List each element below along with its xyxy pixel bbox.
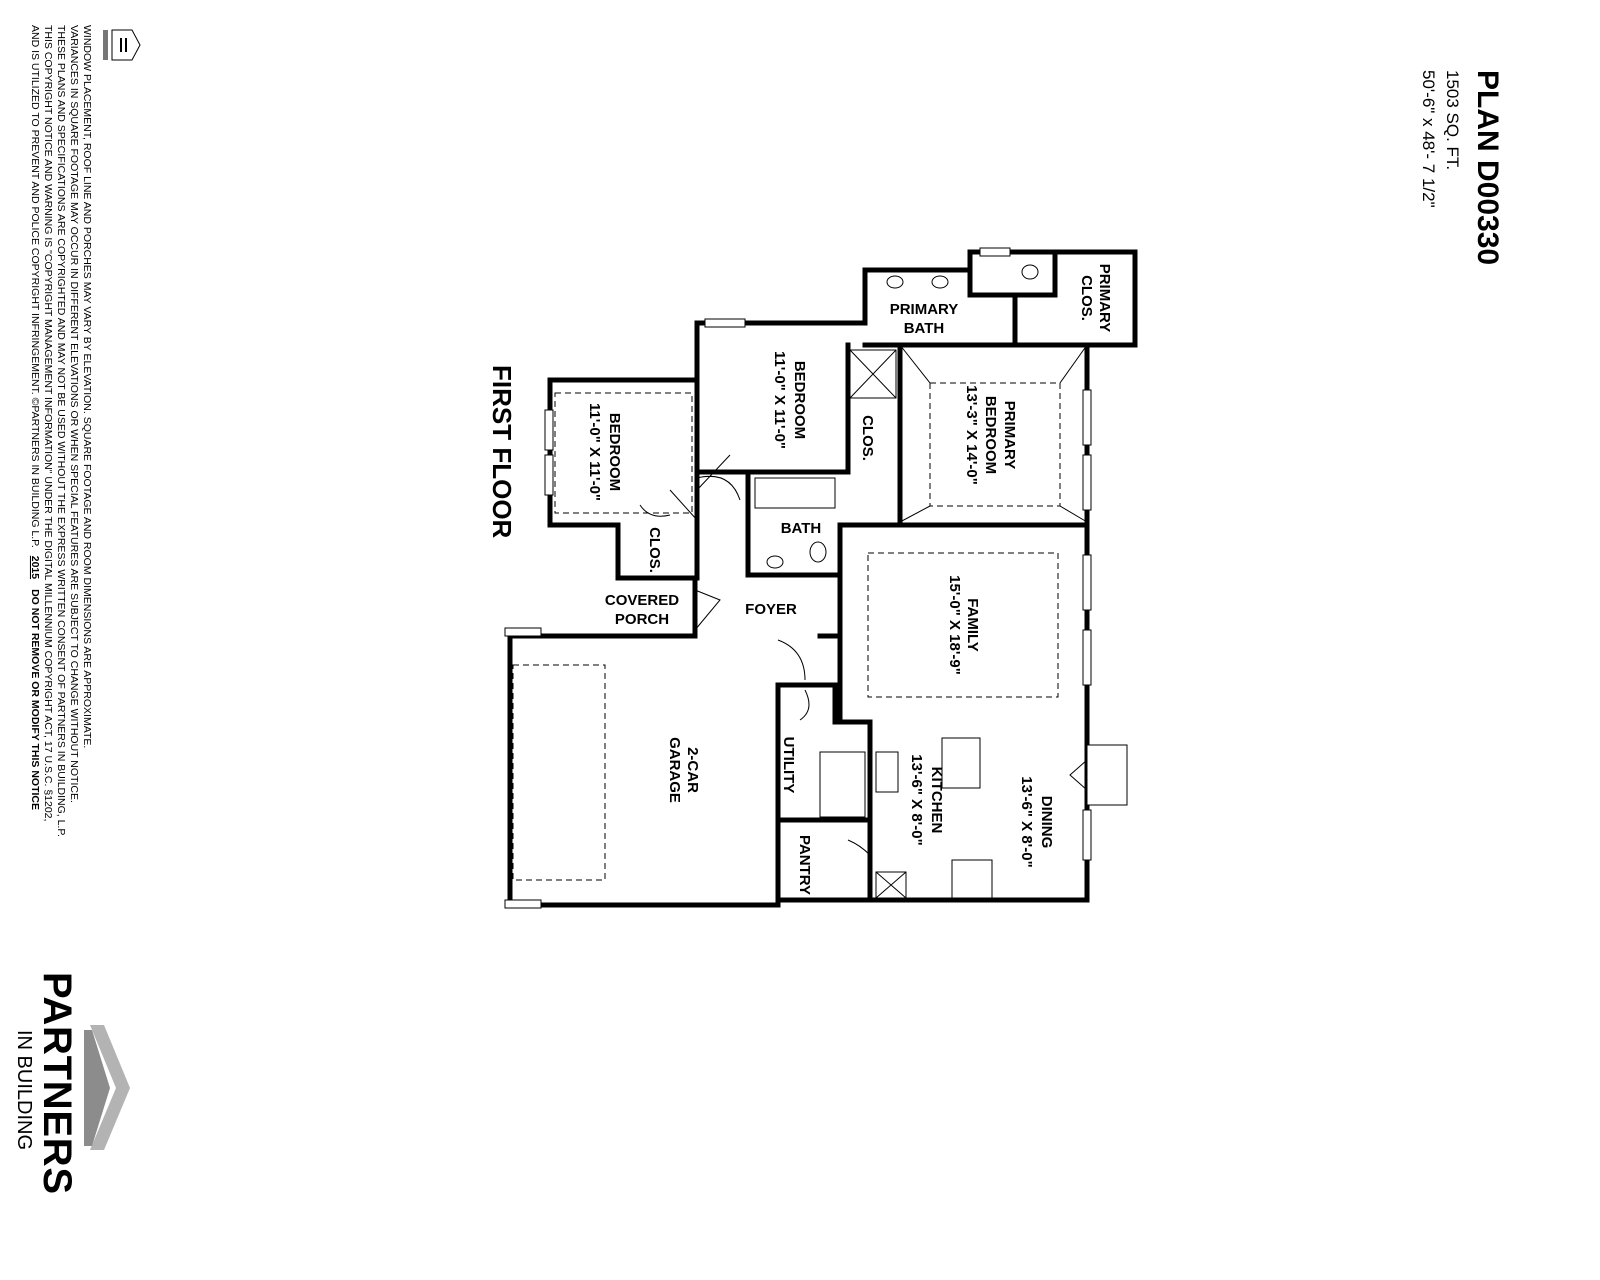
room-label-kitchen: 13'-6" X 8'-0" bbox=[908, 754, 925, 845]
plan-title: PLAN D00330 bbox=[1471, 70, 1504, 265]
room-label-bedroom2: 11'-0" X 11'-0" bbox=[771, 351, 788, 449]
chevron-logo-icon bbox=[84, 1025, 130, 1150]
copyright-notice: WINDOW PLACEMENT, ROOF LINE AND PORCHES … bbox=[29, 25, 141, 837]
room-label-primary-bedroom: PRIMARY bbox=[1001, 401, 1018, 470]
notice-line: THESE PLANS AND SPECIFICATIONS ARE COPYR… bbox=[55, 25, 67, 837]
notice-line: VARIANCES IN SQUARE FOOTAGE MAY OCCUR IN… bbox=[68, 25, 80, 803]
room-label-primary-bedroom: BEDROOM bbox=[982, 396, 999, 474]
logo-name: PARTNERS bbox=[35, 972, 79, 1194]
notice-line: WINDOW PLACEMENT, ROOF LINE AND PORCHES … bbox=[81, 25, 93, 748]
room-label-primary-closet: PRIMARY bbox=[1096, 264, 1113, 333]
plan-sqft: 1503 SQ. FT. bbox=[1443, 70, 1462, 170]
room-label-bedroom1: 11'-0" X 11'-0" bbox=[586, 403, 603, 501]
room-label-closet: CLOS. bbox=[859, 415, 876, 461]
room-label-dining: DINING bbox=[1038, 796, 1055, 849]
notice-year: 2015 bbox=[29, 556, 41, 580]
notice-line: AND IS UTILIZED TO PREVENT AND POLICE CO… bbox=[29, 25, 41, 548]
room-label-utility: UTILITY bbox=[780, 737, 797, 794]
room-label-kitchen: KITCHEN bbox=[928, 767, 945, 834]
notice-warning: DO NOT REMOVE OR MODIFY THIS NOTICE bbox=[29, 589, 41, 810]
room-label-family: 15'-0" X 18'-9" bbox=[946, 575, 963, 675]
room-label-primary-bath: BATH bbox=[904, 320, 945, 337]
equal-housing-icon bbox=[103, 29, 141, 61]
notice-line: THIS COPYRIGHT NOTICE AND WARNING IS "CO… bbox=[42, 25, 54, 821]
room-labels: PRIMARY CLOS. PRIMARY BATH PRIMARY BEDRO… bbox=[586, 264, 1113, 895]
partners-logo: PARTNERS IN BUILDING bbox=[13, 972, 130, 1194]
room-label-closet: CLOS. bbox=[646, 527, 663, 573]
room-label-dining: 13'-6" X 8'-0" bbox=[1018, 776, 1035, 867]
room-label-pantry: PANTRY bbox=[796, 835, 813, 895]
room-label-garage: GARAGE bbox=[666, 737, 683, 803]
room-label-foyer: FOYER bbox=[745, 601, 797, 618]
floor-label: FIRST FLOOR bbox=[487, 365, 517, 539]
room-label-bedroom1: BEDROOM bbox=[606, 413, 623, 491]
plan-dimensions: 50'-6" x 48'- 7 1/2" bbox=[1419, 70, 1438, 208]
notice-line: AND IS UTILIZED TO PREVENT AND POLICE CO… bbox=[29, 25, 41, 810]
room-label-primary-closet: CLOS. bbox=[1078, 275, 1095, 321]
logo-tagline: IN BUILDING bbox=[13, 1030, 35, 1150]
room-label-bath: BATH bbox=[781, 520, 822, 537]
room-label-covered-porch: PORCH bbox=[615, 611, 669, 628]
room-label-primary-bath: PRIMARY bbox=[890, 301, 959, 318]
room-label-covered-porch: COVERED bbox=[605, 592, 679, 609]
room-label-primary-bedroom: 13'-3" X 14'-0" bbox=[963, 385, 980, 485]
room-label-garage: 2-CAR bbox=[684, 747, 701, 793]
plan-walls bbox=[504, 247, 1138, 909]
room-label-family: FAMILY bbox=[964, 598, 981, 652]
title-block: PLAN D00330 1503 SQ. FT. 50'-6" x 48'- 7… bbox=[1419, 70, 1504, 265]
room-label-bedroom2: BEDROOM bbox=[791, 361, 808, 439]
